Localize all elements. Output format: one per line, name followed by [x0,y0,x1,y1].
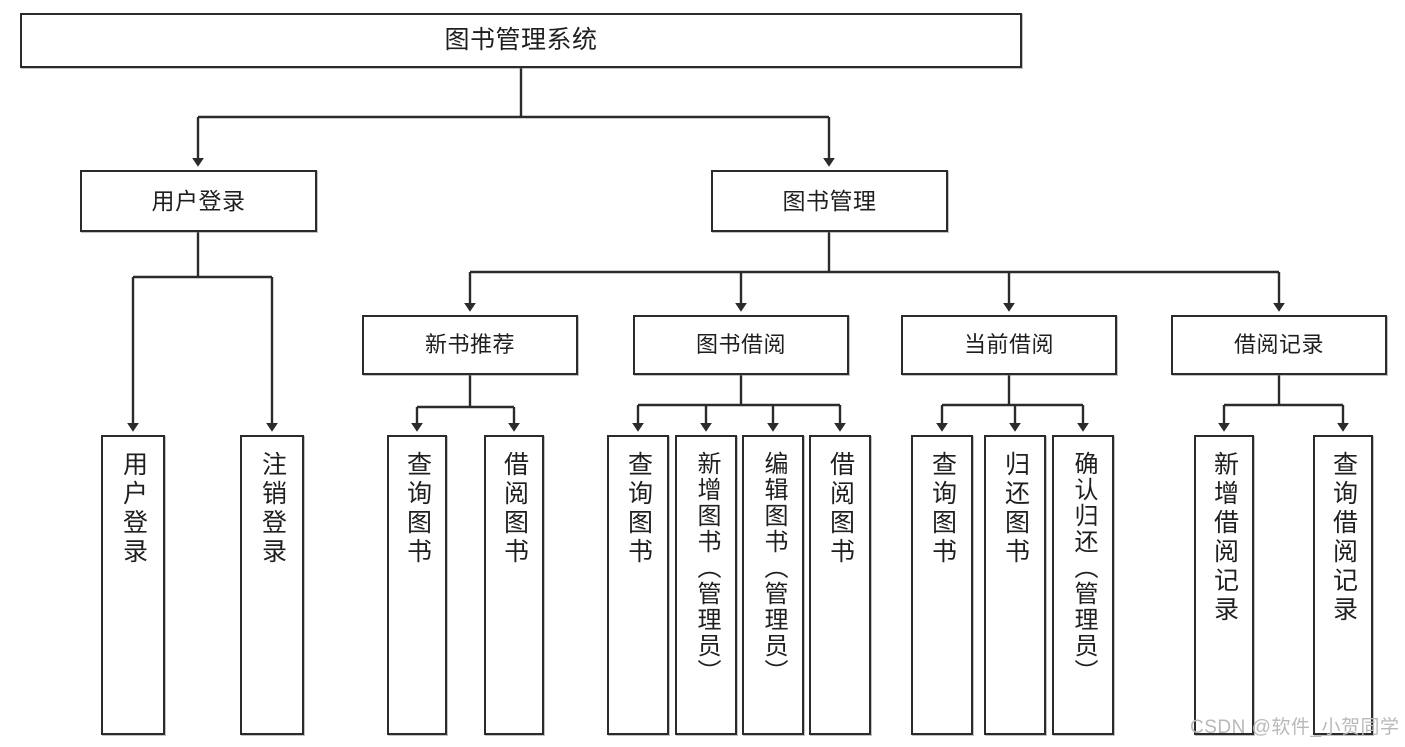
node-leaf-borrow-book-recommend[interactable]: 借阅图书 [484,435,544,735]
node-label: 用户登录 [151,187,246,214]
node-label: 查询图书 [624,451,653,567]
node-root[interactable]: 图书管理系统 [20,13,1022,68]
node-label: 图书借阅 [695,332,786,358]
node-leaf-borrow-book[interactable]: 借阅图书 [809,435,871,735]
node-label: 注销登录 [258,451,287,567]
node-borrow-record[interactable]: 借阅记录 [1171,315,1387,375]
node-label: 新书推荐 [424,332,515,358]
node-label: 图书管理系统 [444,26,598,55]
node-leaf-query-book-current[interactable]: 查询图书 [911,435,973,735]
node-leaf-query-book-borrow[interactable]: 查询图书 [607,435,669,735]
node-leaf-add-book[interactable]: 新增图书（管理员） [675,435,737,735]
node-leaf-query-book-recommend[interactable]: 查询图书 [387,435,447,735]
node-label: 查询借阅记录 [1329,451,1358,625]
node-book-manage[interactable]: 图书管理 [711,170,948,232]
node-leaf-return-book[interactable]: 归还图书 [984,435,1046,735]
node-label: 借阅记录 [1233,332,1324,358]
node-label: 借阅图书 [826,451,855,567]
node-current-borrow[interactable]: 当前借阅 [901,315,1117,375]
node-label: 借阅图书 [500,451,529,567]
node-label: 查询图书 [928,451,957,567]
node-leaf-edit-book[interactable]: 编辑图书（管理员） [742,435,804,735]
node-leaf-add-record[interactable]: 新增借阅记录 [1194,435,1254,735]
node-label: 新增图书（管理员） [693,451,720,685]
node-label: 当前借阅 [963,332,1054,358]
node-leaf-confirm-return[interactable]: 确认归还（管理员） [1052,435,1114,735]
node-leaf-logout[interactable]: 注销登录 [240,435,304,735]
node-leaf-query-record[interactable]: 查询借阅记录 [1313,435,1373,735]
node-label: 确认归还（管理员） [1070,451,1097,685]
node-label: 查询图书 [403,451,432,567]
node-label: 用户登录 [119,451,148,567]
node-new-book-recommend[interactable]: 新书推荐 [362,315,578,375]
node-label: 图书管理 [782,187,877,214]
node-label: 新增借阅记录 [1210,451,1239,625]
node-book-borrow[interactable]: 图书借阅 [633,315,849,375]
node-label: 归还图书 [1001,451,1030,567]
node-user-login[interactable]: 用户登录 [80,170,317,232]
node-leaf-user-login[interactable]: 用户登录 [101,435,165,735]
watermark: CSDN @软件_小贺同学 [1190,717,1400,738]
node-label: 编辑图书（管理员） [760,451,787,685]
